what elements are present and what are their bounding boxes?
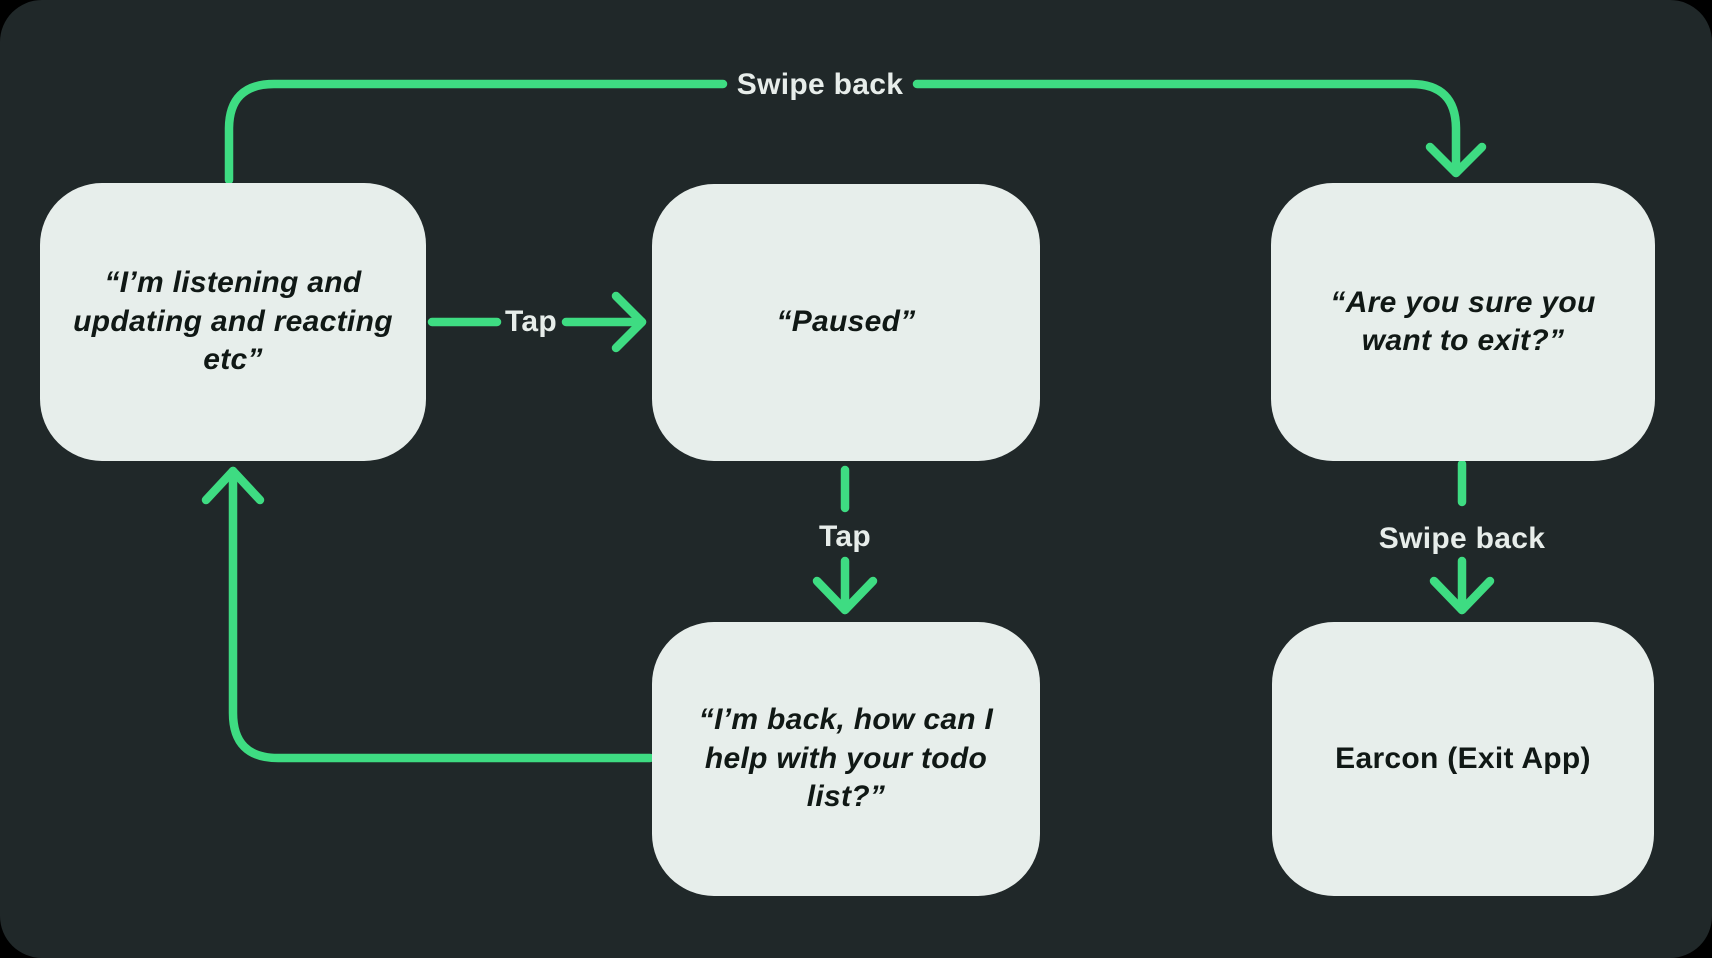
node-exit-confirm: “Are you sure you want to exit?”: [1271, 183, 1655, 461]
node-paused: “Paused”: [652, 184, 1040, 461]
node-earcon: Earcon (Exit App): [1272, 622, 1654, 896]
edge-label-swipe-back-top: Swipe back: [736, 68, 904, 101]
edge-label-swipe-back-exit: Swipe back: [1378, 522, 1546, 555]
node-resume: “I’m back, how can I help with your todo…: [652, 622, 1040, 896]
node-earcon-label: Earcon (Exit App): [1335, 741, 1591, 775]
edge-label-tap-pause: Tap: [504, 305, 558, 338]
arrow-tap-pause: [427, 291, 647, 353]
arrow-swipe-back-exit: [1429, 459, 1495, 615]
arrow-swipe-back-top: [224, 79, 1487, 185]
node-exit-confirm-label: “Are you sure you want to exit?”: [1330, 285, 1596, 357]
arrow-return-loop: [201, 466, 655, 763]
edge-label-tap-resume: Tap: [818, 520, 872, 553]
node-listening-label: “I’m listening and updating and reacting…: [73, 266, 393, 377]
arrow-tap-resume: [812, 465, 878, 615]
node-paused-label: “Paused”: [776, 305, 916, 339]
node-resume-label: “I’m back, how can I help with your todo…: [698, 703, 994, 814]
node-listening: “I’m listening and updating and reacting…: [40, 183, 426, 461]
